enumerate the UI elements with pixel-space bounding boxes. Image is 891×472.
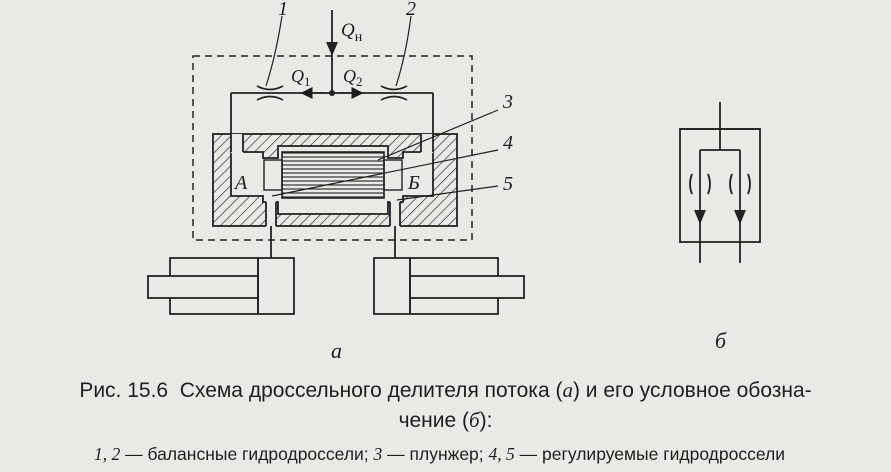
dashed-boundary	[192, 55, 473, 241]
caption-text-1a: Схема дроссельного делителя потока (	[179, 379, 563, 402]
cylinder-left	[147, 257, 295, 315]
scheme-b-symbol	[679, 102, 761, 263]
label-qn: Qн	[341, 20, 363, 45]
caption-italic-a: а	[562, 378, 573, 402]
legend-num-3: 3	[373, 444, 383, 464]
label-5: 5	[503, 173, 513, 195]
inlet-arrow	[326, 42, 338, 56]
label-chamber-a: А	[233, 172, 248, 194]
leader-5	[396, 185, 499, 201]
caption-line-2: чение (б):	[0, 408, 891, 433]
caption-line-1: Рис. 15.6 Схема дроссельного делителя по…	[0, 378, 891, 403]
label-chamber-b: Б	[407, 172, 420, 194]
caption-italic-b: б	[469, 408, 480, 432]
label-2: 2	[406, 0, 416, 20]
label-q1: Q1	[291, 66, 311, 89]
junction-dot	[329, 90, 335, 96]
legend-text-45: — регулируемые гидродроссели	[514, 444, 785, 464]
plunger-land-left	[263, 159, 283, 191]
caption-text-1b: ) и его условное обозна-	[572, 379, 812, 402]
figure-number: Рис. 15.6	[79, 379, 169, 402]
flow-divider-figure: 1 2 Qн Q1 Q2 3 4 5 А Б а б	[147, 0, 761, 363]
label-4: 4	[503, 132, 513, 154]
scheme-a	[147, 10, 525, 315]
legend-text-3: — плунжер;	[382, 444, 489, 464]
label-3: 3	[502, 91, 513, 113]
label-q2: Q2	[343, 66, 363, 89]
leader-2	[395, 15, 412, 87]
label-1: 1	[278, 0, 288, 20]
throttle-2-symbol	[380, 85, 408, 101]
caption-text-2b: ):	[479, 409, 493, 432]
leader-1	[265, 15, 283, 87]
throttle-1-symbol	[256, 85, 284, 101]
leader-3	[377, 109, 499, 161]
leader-4	[271, 149, 499, 197]
sublabel-b: б	[715, 328, 727, 353]
legend-text-12: — балансные гидродроссели;	[120, 444, 374, 464]
plunger-land-right	[383, 159, 403, 191]
caption-legend: 1, 2 — балансные гидродроссели; 3 — плун…	[0, 444, 885, 465]
legend-num-45: 4, 5	[488, 444, 515, 464]
sublabel-a: а	[331, 338, 342, 363]
legend-num-12: 1, 2	[94, 444, 121, 464]
caption-text-2a: чение (	[398, 409, 470, 432]
cylinder-right	[373, 257, 525, 315]
